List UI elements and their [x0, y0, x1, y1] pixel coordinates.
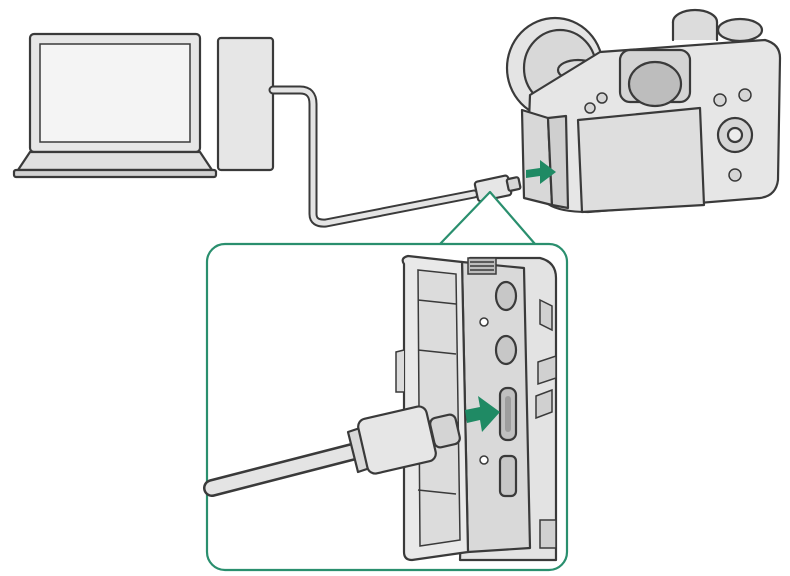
usb-adapter-icon: [218, 38, 273, 170]
detail-callout: [207, 244, 567, 570]
laptop-icon: [14, 34, 216, 177]
camera-icon: [507, 10, 780, 212]
